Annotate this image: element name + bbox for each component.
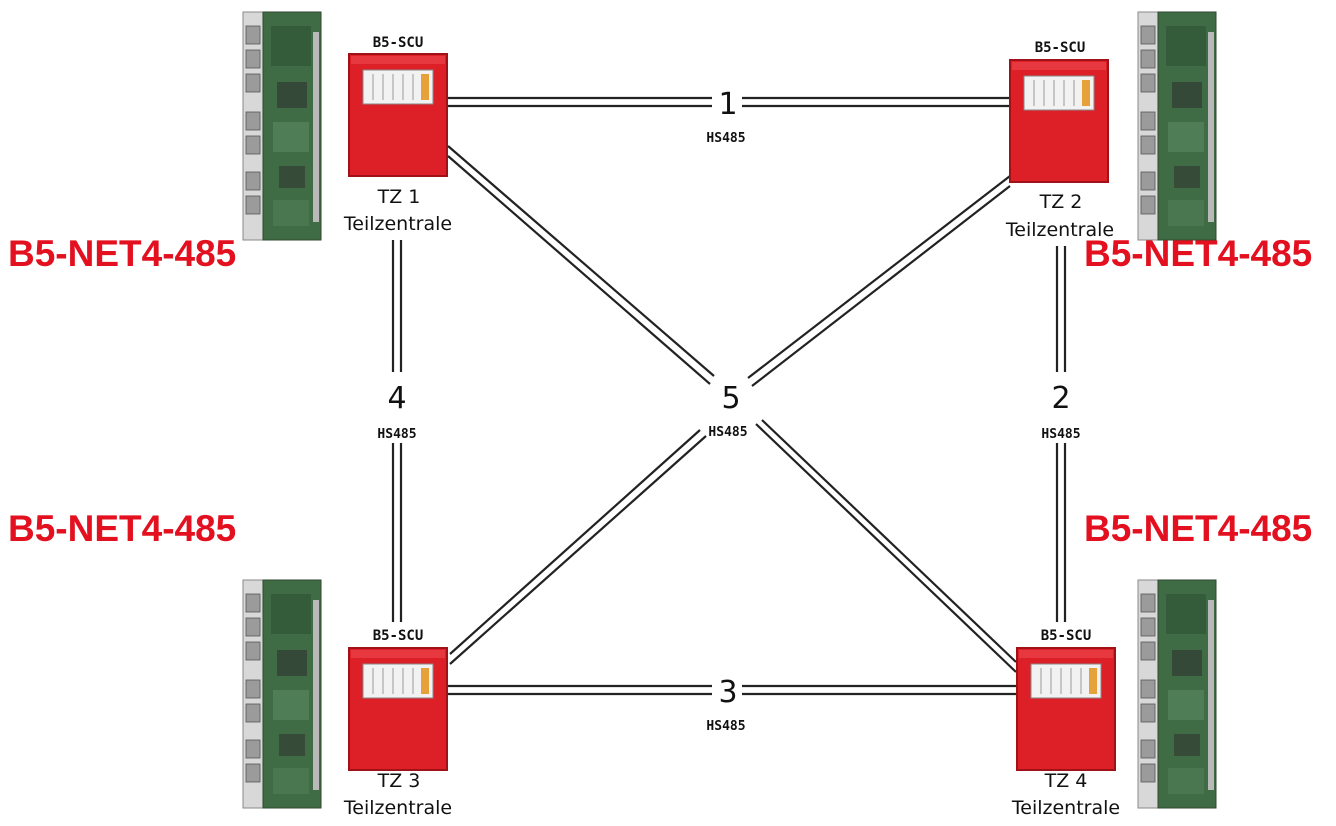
link-protocol: HS485	[706, 719, 745, 734]
panel-tz3: B5-SCU TZ 3 Teilzentrale	[343, 628, 452, 819]
panel-model-label: B5-SCU	[1035, 40, 1086, 56]
panel-name: TZ 1	[377, 186, 421, 208]
control-panel-graphic	[348, 53, 448, 177]
link-label-1: 1 HS485	[706, 87, 745, 146]
net-module-label-tr: B5-NET4-485	[1084, 233, 1312, 274]
net-module-label-br: B5-NET4-485	[1084, 508, 1312, 549]
net-module-board-tr	[1137, 11, 1217, 241]
net-module-label-tl: B5-NET4-485	[8, 233, 236, 274]
panel-model-label: B5-SCU	[1041, 628, 1092, 644]
link-protocol: HS485	[708, 425, 747, 440]
link-label-4: 4 HS485	[377, 381, 416, 442]
control-panel-graphic	[348, 647, 448, 771]
link-number: 1	[718, 87, 737, 122]
control-panel-graphic	[1016, 647, 1116, 771]
link-lines	[391, 96, 1067, 696]
link-number: 3	[718, 675, 737, 710]
panel-name: TZ 4	[1044, 770, 1088, 792]
net-module-board-tl	[242, 11, 322, 241]
net-module-board-br	[1137, 579, 1217, 809]
link-protocol: HS485	[706, 131, 745, 146]
link-label-2: 2 HS485	[1041, 381, 1080, 442]
control-panel-graphic	[1009, 59, 1109, 183]
link-protocol: HS485	[1041, 427, 1080, 442]
panel-model-label: B5-SCU	[373, 628, 424, 644]
panel-tz1: B5-SCU TZ 1 Teilzentrale	[343, 35, 452, 235]
panel-tz2: B5-SCU TZ 2 Teilzentrale	[1005, 40, 1114, 241]
panel-name: TZ 2	[1039, 191, 1083, 213]
panel-model-label: B5-SCU	[373, 35, 424, 51]
link-label-5: 5 HS485	[708, 381, 747, 440]
panel-type: Teilzentrale	[1011, 797, 1120, 819]
net-module-label-bl: B5-NET4-485	[8, 508, 236, 549]
net-module-board-bl	[242, 579, 322, 809]
panel-tz4: B5-SCU TZ 4 Teilzentrale	[1011, 628, 1120, 819]
link-label-3: 3 HS485	[706, 675, 745, 734]
panel-type: Teilzentrale	[343, 797, 452, 819]
link-number: 5	[721, 381, 740, 416]
link-protocol: HS485	[377, 427, 416, 442]
panel-name: TZ 3	[377, 770, 421, 792]
link-number: 4	[387, 381, 406, 416]
panel-type: Teilzentrale	[1005, 219, 1114, 241]
link-number: 2	[1051, 381, 1070, 416]
panel-type: Teilzentrale	[343, 213, 452, 235]
